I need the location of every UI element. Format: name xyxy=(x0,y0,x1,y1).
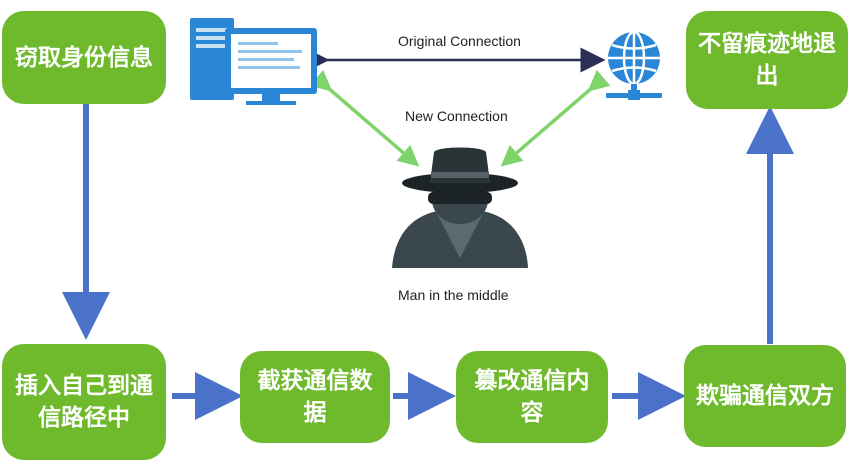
step-deceive-both-parties-label: 欺骗通信双方 xyxy=(696,383,834,409)
step-deceive-both-parties: 欺骗通信双方 xyxy=(684,345,846,447)
original-connection-label: Original Connection xyxy=(398,33,521,49)
computer-icon xyxy=(190,18,317,105)
new-connection-arrow-left xyxy=(309,69,420,167)
globe-network-icon xyxy=(606,30,662,100)
step-tamper-content: 篡改通信内容 xyxy=(456,351,608,443)
step-intercept-data: 截获通信数据 xyxy=(240,351,390,443)
hacker-icon xyxy=(392,147,528,268)
step-tamper-content-label: 篡改通信内容 xyxy=(474,368,590,426)
new-connection-label: New Connection xyxy=(405,108,508,124)
step-intercept-data-label: 截获通信数据 xyxy=(257,368,373,426)
step-exit-without-trace: 不留痕迹地退出 xyxy=(686,11,848,109)
step-insert-into-path: 插入自己到通信路径中 xyxy=(2,344,166,460)
step-steal-identity: 窃取身份信息 xyxy=(2,11,166,104)
mitm-caption: Man in the middle xyxy=(398,287,509,303)
step-steal-identity-label: 窃取身份信息 xyxy=(15,44,153,71)
new-connection-arrow-right xyxy=(500,69,611,167)
step-exit-without-trace-label: 不留痕迹地退出 xyxy=(698,31,836,89)
step-insert-into-path-label: 插入自己到通信路径中 xyxy=(15,373,153,431)
